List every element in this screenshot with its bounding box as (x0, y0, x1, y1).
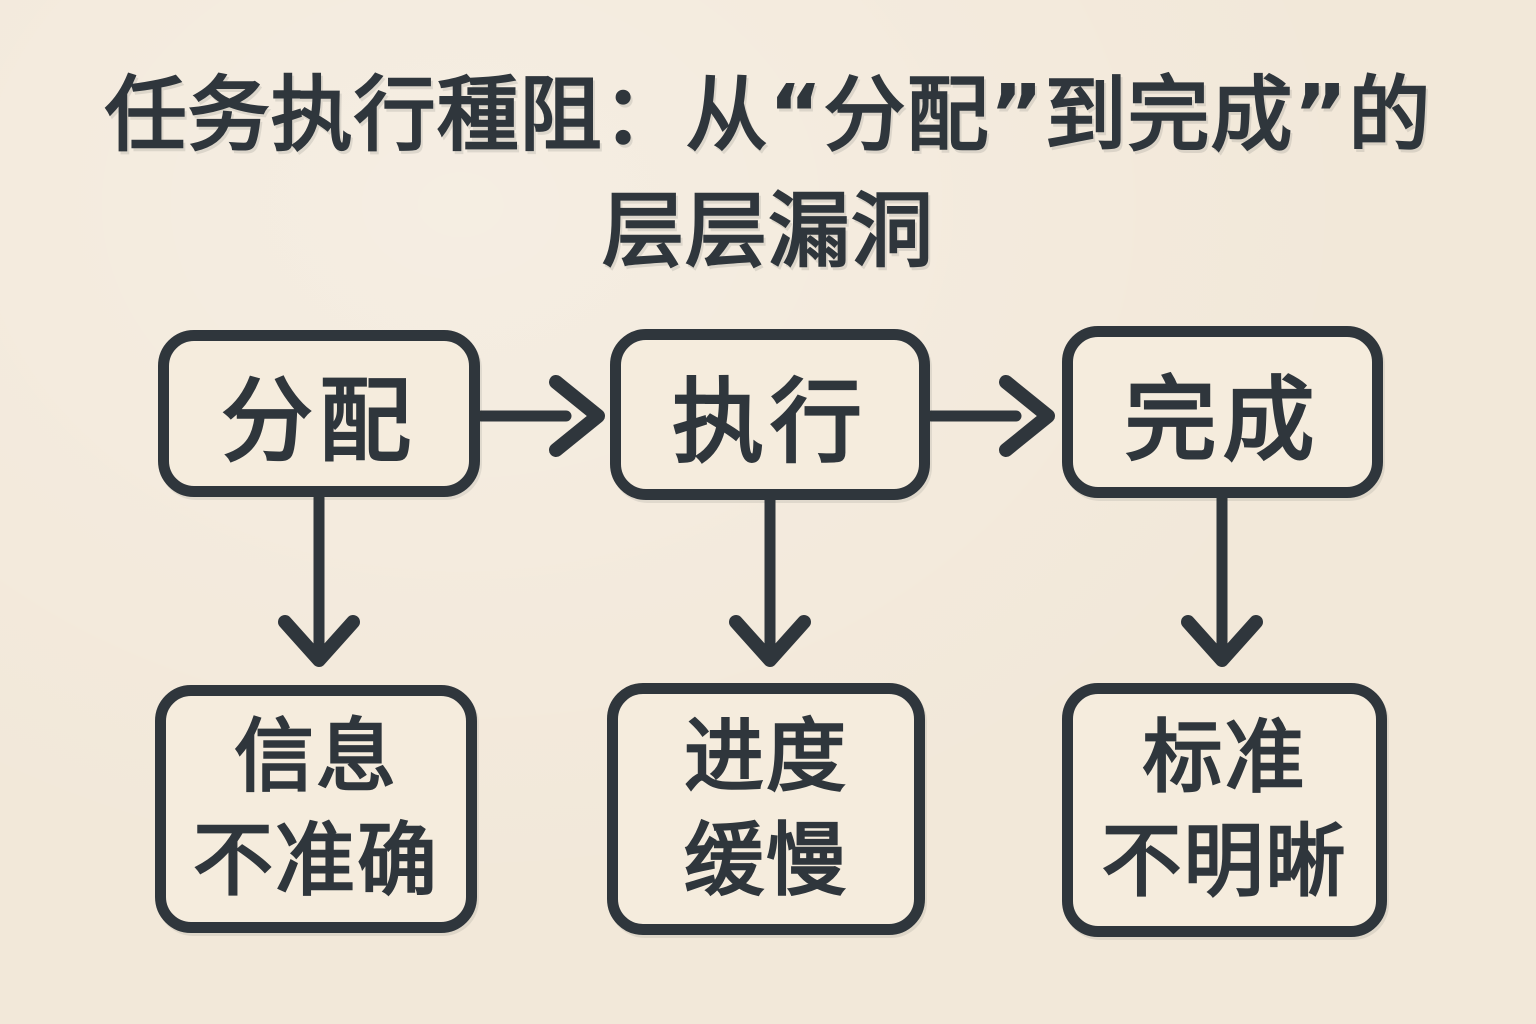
issue-label-line-2: 不明晰 (1101, 815, 1348, 908)
arrow-down-icon (729, 494, 811, 667)
issue-label-line-2: 不准确 (193, 814, 439, 907)
arrow-right-icon (475, 375, 605, 457)
issue-label-line-1: 标准 (1142, 711, 1307, 804)
arrow-down-icon (1181, 492, 1263, 667)
stage-label-execution: 执行 (671, 369, 868, 476)
issue-label-line-1: 进度 (684, 710, 848, 803)
arrow-down-icon (278, 492, 360, 667)
stage-label-completion: 完成 (1124, 366, 1321, 474)
issue-label-line-1: 信息 (234, 710, 398, 803)
stage-box-allocation: 分配 (158, 330, 480, 497)
issue-label-line-2: 缓慢 (684, 814, 848, 907)
issue-box-slow-progress: 进度 缓慢 (607, 683, 925, 935)
arrow-right-icon (925, 375, 1055, 457)
issue-box-inaccurate-information: 信息 不准确 (155, 685, 477, 933)
diagram-title-line-2: 层层漏洞 (601, 184, 934, 279)
stage-box-completion: 完成 (1062, 326, 1383, 498)
diagram-title: 任务执行種阻：从“分配”到完成”的 层层漏洞 (0, 58, 1536, 290)
diagram-title-line-1: 任务执行種阻：从“分配”到完成”的 (104, 68, 1432, 163)
stage-box-execution: 执行 (610, 329, 930, 500)
stage-label-allocation: 分配 (220, 368, 417, 475)
issue-box-unclear-standards: 标准 不明晰 (1062, 683, 1387, 937)
